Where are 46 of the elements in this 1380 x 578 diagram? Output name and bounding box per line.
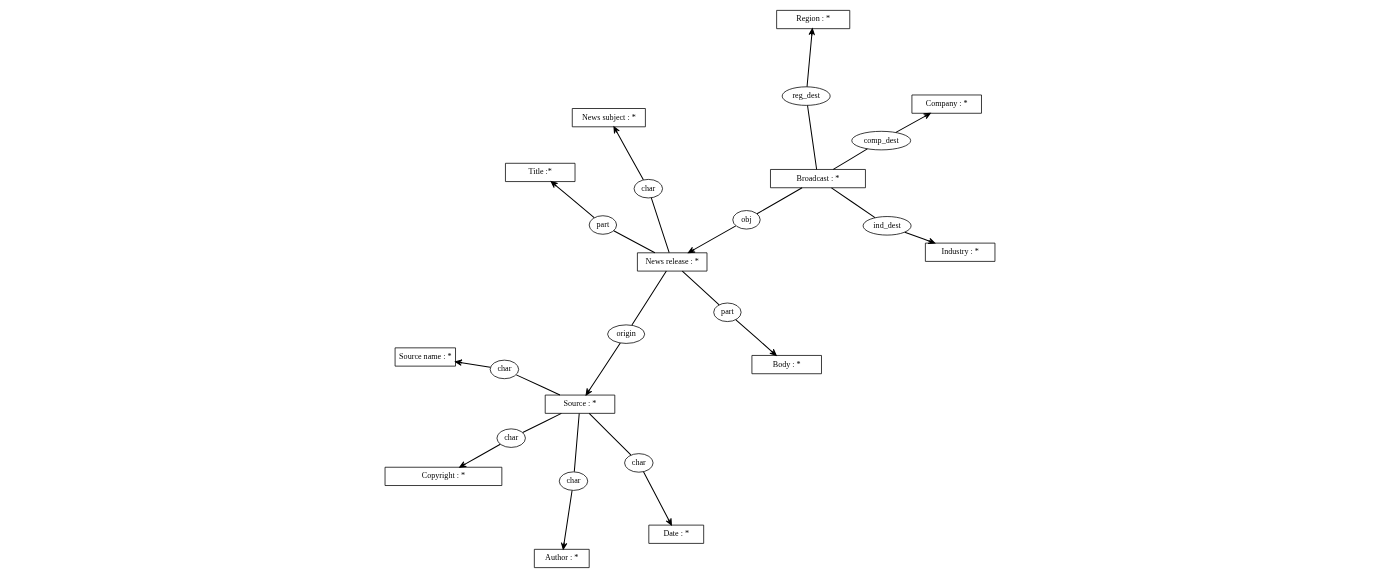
node-ellipse: char xyxy=(633,179,663,199)
node-ellipse: obj xyxy=(732,210,761,230)
arrow xyxy=(735,319,777,356)
node-box: Company : * xyxy=(911,94,982,114)
connector xyxy=(588,412,632,456)
node-ellipse: comp_dest xyxy=(851,130,912,151)
arrow xyxy=(585,342,621,396)
connector xyxy=(522,412,562,433)
connector xyxy=(631,270,667,326)
node-box: Copyright : * xyxy=(384,466,503,486)
connector xyxy=(830,187,876,219)
node-ellipse: part xyxy=(588,215,617,235)
arrow xyxy=(550,181,595,219)
connector xyxy=(756,187,803,215)
node-box: Source name : * xyxy=(394,347,456,367)
node-ellipse: part xyxy=(713,302,742,322)
node-box: Title :* xyxy=(505,162,576,182)
node-ellipse: char xyxy=(558,471,589,491)
connector xyxy=(613,230,656,254)
connector xyxy=(515,374,561,396)
node-ellipse: char xyxy=(496,428,526,448)
node-box: News release : * xyxy=(637,252,708,272)
arrow xyxy=(455,359,491,368)
arrow xyxy=(560,489,573,550)
arrow xyxy=(806,28,816,88)
node-box: Region : * xyxy=(776,10,851,30)
node-box: News subject : * xyxy=(571,108,646,128)
connector xyxy=(681,270,720,306)
arrow xyxy=(613,126,644,181)
node-ellipse: ind_dest xyxy=(862,216,912,236)
node-ellipse: origin xyxy=(607,324,646,344)
node-box: Source : * xyxy=(544,394,616,414)
arrow xyxy=(643,471,672,526)
node-ellipse: char xyxy=(489,359,520,380)
connector xyxy=(832,148,868,170)
node-box: Broadcast : * xyxy=(770,169,866,189)
node-ellipse: reg_dest xyxy=(781,86,831,106)
arrow xyxy=(459,443,501,468)
node-box: Body : * xyxy=(751,355,822,375)
node-box: Author : * xyxy=(533,548,590,568)
node-ellipse: char xyxy=(624,453,654,473)
connector xyxy=(650,197,670,254)
connector xyxy=(807,105,818,170)
connector xyxy=(573,413,580,473)
node-box: Industry : * xyxy=(925,242,996,262)
node-box: Date : * xyxy=(648,524,705,544)
